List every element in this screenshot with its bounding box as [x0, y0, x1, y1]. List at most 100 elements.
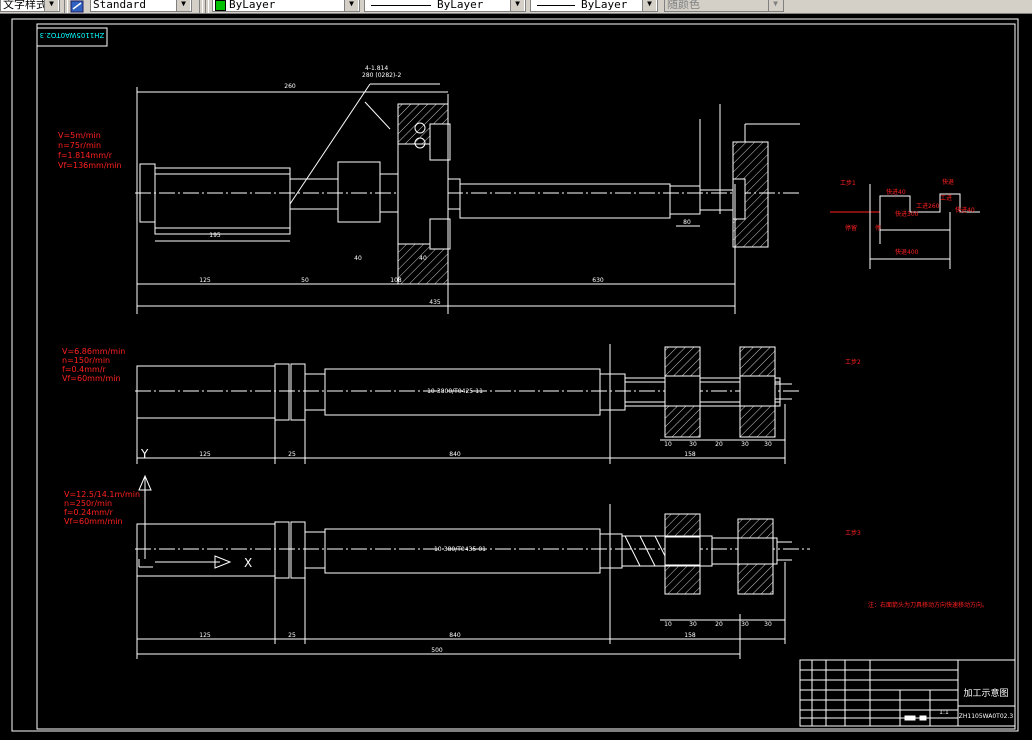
dim-style-value: Standard: [93, 0, 146, 11]
top-dim-labels: 260 195 125 50 40 108 40 630 435 80 4-1.…: [199, 65, 691, 306]
title-block-code: ZH1105WA0T02.3: [959, 713, 1014, 720]
svg-text:X: X: [244, 556, 252, 570]
svg-text:工进260: 工进260: [916, 202, 940, 210]
axis-labels: Y X: [140, 447, 252, 570]
linetype-preview: [371, 4, 431, 6]
svg-text:10: 10: [664, 441, 672, 448]
step-2-title: 工步2: [845, 358, 861, 366]
svg-text:30: 30: [741, 441, 749, 448]
color-swatch: [215, 0, 226, 11]
svg-text:工进: 工进: [940, 194, 952, 202]
svg-text:80: 80: [683, 219, 691, 226]
mirrored-tag-text: ZH1105WA0TO2.3: [40, 31, 105, 39]
drawing-canvas[interactable]: ZH1105WA0TO2.3: [0, 14, 1032, 736]
text-style-combo[interactable]: 文字样式 ▼: [0, 0, 60, 12]
outer-frame: [11, 18, 1019, 732]
svg-text:停: 停: [875, 224, 881, 232]
svg-text:195: 195: [209, 232, 221, 239]
svg-text:25: 25: [288, 451, 296, 458]
toolbar-separator: [64, 0, 68, 13]
svg-text:260: 260: [284, 83, 296, 90]
svg-text:40: 40: [419, 255, 427, 262]
svg-text:快退400: 快退400: [895, 248, 919, 256]
svg-text:158: 158: [684, 632, 696, 639]
svg-text:10-380/T0435-01: 10-380/T0435-01: [434, 546, 486, 553]
svg-text:25: 25: [288, 632, 296, 639]
svg-text:Y: Y: [140, 447, 149, 461]
svg-text:4-1.814: 4-1.814: [365, 65, 388, 72]
toolbar-separator: [205, 0, 209, 13]
svg-text:840: 840: [449, 632, 461, 639]
svg-text:停留: 停留: [845, 224, 857, 232]
lineweight-value: ByLayer: [581, 0, 628, 11]
chevron-down-icon[interactable]: ▼: [768, 0, 782, 11]
svg-text:f=0.4mm/r: f=0.4mm/r: [62, 365, 107, 374]
dim-style-combo[interactable]: Standard ▼: [90, 0, 192, 12]
chevron-down-icon[interactable]: ▼: [642, 0, 656, 11]
svg-text:f=0.24mm/r: f=0.24mm/r: [64, 508, 114, 517]
step-3-title: 工步3: [845, 529, 861, 537]
svg-text:500: 500: [431, 647, 443, 654]
cycle-diagram: [830, 184, 980, 269]
title-block-scale: 1:1: [939, 709, 949, 716]
svg-text:50: 50: [301, 277, 309, 284]
text-style-value: 文字样式: [3, 0, 47, 11]
title-block: [799, 659, 1016, 727]
svg-text:f=1.814mm/r: f=1.814mm/r: [58, 151, 113, 160]
svg-text:Vf=136mm/min: Vf=136mm/min: [58, 161, 122, 170]
properties-toolbar: 文字样式 ▼ Standard ▼ ByLayer ▼ ByLayer ▼ By…: [0, 0, 1032, 14]
svg-text:10-3800/T0425-11: 10-3800/T0425-11: [427, 388, 483, 395]
svg-text:30: 30: [689, 441, 697, 448]
svg-text:30: 30: [764, 621, 772, 628]
lineweight-combo[interactable]: ByLayer ▼: [530, 0, 658, 12]
svg-text:30: 30: [741, 621, 749, 628]
bot-params: V=12.5/14.1m/min n=250r/min f=0.24mm/r V…: [64, 490, 140, 526]
svg-text:n=250r/min: n=250r/min: [64, 499, 112, 508]
bottom-assembly: [135, 474, 810, 659]
svg-text:40: 40: [354, 255, 362, 262]
chevron-down-icon[interactable]: ▼: [344, 0, 358, 11]
toolbar-separator: [199, 0, 203, 13]
svg-text:125: 125: [199, 632, 211, 639]
linetype-value: ByLayer: [437, 0, 484, 11]
chevron-down-icon[interactable]: ▼: [44, 0, 58, 11]
linetype-combo[interactable]: ByLayer ▼: [364, 0, 526, 12]
color-combo[interactable]: ByLayer ▼: [212, 0, 360, 12]
color-value: ByLayer: [229, 0, 276, 11]
svg-text:630: 630: [592, 277, 604, 284]
red-note: 注：右面箭头为刀具移动方向快速移动方向。: [868, 601, 988, 609]
svg-text:快退: 快退: [942, 178, 954, 186]
svg-text:快进300: 快进300: [895, 210, 919, 218]
chevron-down-icon[interactable]: ▼: [510, 0, 524, 11]
svg-text:125: 125: [199, 277, 211, 284]
title-block-name: 加工示意图: [963, 687, 1008, 699]
svg-text:840: 840: [449, 451, 461, 458]
svg-text:快进40: 快进40: [886, 188, 906, 196]
dimension-style-icon[interactable]: [70, 0, 84, 13]
bottom-dim-labels: 125 25 840 158 10 30 20 30 30 500 10-380…: [199, 546, 772, 654]
svg-text:Vf=60mm/min: Vf=60mm/min: [62, 374, 121, 383]
mirrored-tag: ZH1105WA0TO2.3: [36, 27, 108, 47]
cycle-labels: 工步1 快进40 工进260 快退 停留 快进300 工进 快退400 停 快进…: [840, 178, 975, 256]
svg-text:30: 30: [764, 441, 772, 448]
svg-text:125: 125: [199, 451, 211, 458]
lineweight-preview: [537, 4, 575, 6]
mid-params: V=6.86mm/min n=150r/min f=0.4mm/r Vf=60m…: [62, 347, 125, 383]
svg-text:快进40: 快进40: [955, 206, 975, 214]
svg-text:30: 30: [689, 621, 697, 628]
svg-text:280 (0282)-2: 280 (0282)-2: [362, 72, 401, 79]
svg-text:108: 108: [390, 277, 402, 284]
svg-text:435: 435: [429, 299, 441, 306]
svg-text:Vf=60mm/min: Vf=60mm/min: [64, 517, 123, 526]
top-params: V=5m/min n=75r/min f=1.814mm/r Vf=136mm/…: [58, 131, 122, 170]
svg-text:n=150r/min: n=150r/min: [62, 356, 110, 365]
plotstyle-combo[interactable]: 随颜色 ▼: [664, 0, 784, 12]
chevron-down-icon[interactable]: ▼: [176, 0, 190, 11]
svg-text:10: 10: [664, 621, 672, 628]
middle-assembly: [135, 344, 800, 464]
svg-text:V=6.86mm/min: V=6.86mm/min: [62, 347, 125, 356]
svg-text:20: 20: [715, 621, 723, 628]
svg-text:V=5m/min: V=5m/min: [58, 131, 101, 140]
plotstyle-value: 随颜色: [667, 0, 700, 11]
svg-text:20: 20: [715, 441, 723, 448]
